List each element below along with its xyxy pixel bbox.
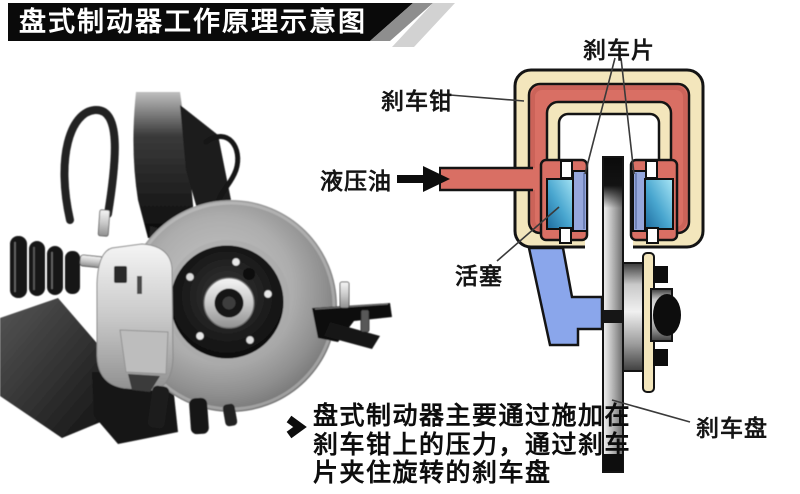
caliper-slot-2 <box>137 276 142 294</box>
pointer-lines <box>449 57 691 423</box>
disc-bottom-cap <box>603 454 623 471</box>
control-arm <box>0 298 120 438</box>
brake-schematic <box>397 57 705 473</box>
left-pad-clip-top <box>560 160 573 179</box>
sensor-wire <box>203 134 241 203</box>
caliper-lower-jaw <box>119 329 169 375</box>
photo-bracket <box>312 281 392 349</box>
pointer-brake-pad-right <box>620 57 635 175</box>
label-brake-pad: 刹车片 <box>583 37 655 63</box>
label-hydraulic-oil: 液压油 <box>320 168 392 194</box>
banner-background <box>8 3 413 41</box>
caption-line-2: 刹车钳上的压力，通过刹车 <box>313 430 632 459</box>
flow-arrow-icon <box>397 166 450 192</box>
rotor-bottom-studs <box>147 385 238 435</box>
left-pad-clip-bottom <box>559 227 572 244</box>
lug-studs <box>185 257 273 345</box>
right-piston <box>644 178 674 230</box>
label-piston: 活塞 <box>455 263 503 289</box>
hub-bolt-bottom <box>653 349 668 366</box>
page-title: 盘式制动器工作原理示意图 <box>19 7 367 37</box>
inlet-pipe <box>439 168 538 190</box>
brake-photo <box>0 92 392 444</box>
photo-strut <box>133 92 196 238</box>
pointer-piston <box>496 206 560 262</box>
hose-fitting <box>97 209 111 237</box>
caption-line-3: 片夹住旋转的刹车盘 <box>313 459 552 487</box>
left-piston <box>546 178 576 230</box>
brake-hose <box>60 106 119 224</box>
caption: 盘式制动器主要通过施加在 刹车钳上的压力，通过刹车 片夹住旋转的刹车盘 <box>313 402 631 488</box>
caliper-wedge <box>128 374 160 392</box>
label-brake-caliper: 刹车钳 <box>381 88 453 114</box>
cv-boot <box>10 236 80 298</box>
mount-bracket <box>527 246 604 347</box>
hub-dome-cap <box>653 294 681 336</box>
pointer-brake-disc <box>611 399 691 423</box>
right-pad-clip-bottom <box>646 227 659 244</box>
disc-top-shade <box>604 158 622 208</box>
title-banner: 盘式制动器工作原理示意图 <box>8 3 468 51</box>
right-pad-clip-top <box>645 160 658 179</box>
hub-assembly <box>622 252 681 393</box>
hub-center-nut <box>221 295 237 311</box>
caption-line-1: 盘式制动器主要通过施加在 <box>313 402 632 430</box>
hub-bolt-top <box>653 266 668 283</box>
pointer-brake-pad-left <box>584 57 616 175</box>
label-brake-disc: 刹车盘 <box>696 415 768 441</box>
caliper-slot <box>114 266 127 283</box>
bullet-chevron-icon <box>286 415 307 439</box>
disc-band <box>603 310 623 323</box>
pointer-brake-caliper <box>449 94 525 102</box>
